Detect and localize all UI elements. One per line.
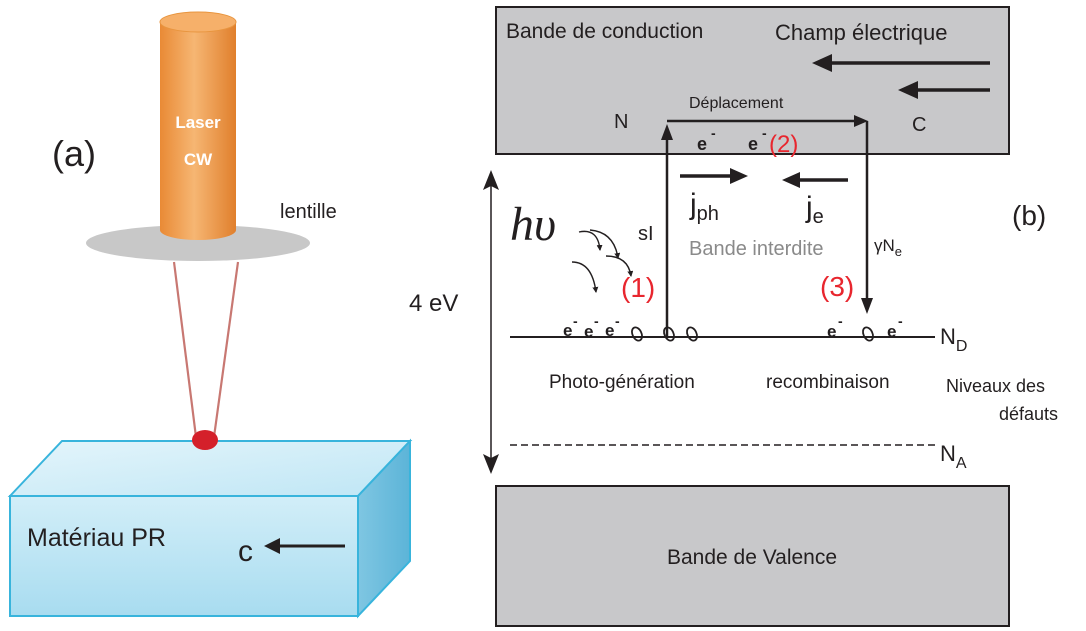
displacement-arrow [667, 115, 868, 127]
donor-electron-4: e [827, 322, 836, 341]
step-1-label: (1) [621, 272, 655, 303]
ND-sub: D [956, 338, 968, 355]
gap-energy-label: 4 eV [409, 290, 458, 317]
ND-base: N [940, 324, 956, 349]
je-sub: e [813, 206, 824, 228]
gamma-Ne-sub: e [895, 244, 902, 259]
valence-band-label: Bande de Valence [667, 546, 837, 569]
recombination-label: recombinaison [766, 372, 890, 393]
label-N: N [614, 111, 628, 133]
photon-arrows [571, 229, 634, 293]
ND-label: ND [940, 324, 967, 355]
je-base: j [805, 191, 813, 224]
conduction-electron-1: e [697, 134, 707, 154]
panel-a: (a) lentille Laser CW Matériau PR c [7, 11, 413, 619]
valence-band [495, 485, 1010, 627]
electric-field-arrow-long [812, 54, 990, 72]
defects-label-line2: défauts [999, 404, 1058, 424]
je-label: je [805, 191, 824, 228]
donor-electrons-right: e - e - [827, 313, 903, 341]
recombination-arrow [861, 121, 873, 314]
lens [86, 225, 310, 261]
electric-field-label: Champ électrique [775, 20, 947, 45]
conduction-band-label: Bande de conduction [506, 20, 703, 43]
gamma-Ne-base: γN [874, 236, 895, 255]
laser-label-line1: Laser [175, 113, 221, 132]
photon-label: hυ [510, 198, 556, 251]
panel-b: Bande de conduction Champ électrique N C… [409, 6, 1058, 627]
excitation-arrow [661, 124, 673, 336]
gamma-Ne-label: γNe [874, 236, 902, 259]
NA-base: N [940, 441, 956, 466]
laser-cylinder [159, 11, 237, 240]
photogeneration-label: Photo-génération [549, 372, 695, 393]
c-axis-arrow [264, 538, 345, 554]
donor-electron-1-charge: - [573, 313, 578, 329]
donor-electron-4-charge: - [838, 313, 843, 329]
donor-electron-5: e [887, 322, 896, 341]
conduction-band [495, 6, 1010, 155]
donor-electron-2: e [584, 322, 593, 341]
donor-electron-5-charge: - [898, 313, 903, 329]
donor-electrons-left: e - e - e - [563, 313, 620, 341]
material-label: Matériau PR [27, 524, 166, 552]
conduction-electron-1-charge: - [711, 125, 716, 141]
jph-label: jph [689, 188, 719, 225]
laser-label-line2: CW [184, 150, 213, 169]
conduction-electron-2-charge: - [762, 125, 767, 141]
donor-holes-left [631, 326, 698, 342]
donor-electron-3: e [605, 321, 614, 340]
crystal-block [7, 438, 413, 619]
panel-a-label: (a) [52, 133, 96, 174]
laser-beam [172, 261, 240, 438]
donor-hole-right [862, 326, 874, 342]
c-axis-label: c [238, 535, 253, 568]
conduction-electron-2: e [748, 134, 758, 154]
sI-label: sI [638, 223, 654, 245]
gap-energy-arrow [483, 170, 499, 474]
panel-b-label: (b) [1012, 200, 1046, 231]
jph-sub: ph [697, 203, 719, 225]
step-3-label: (3) [820, 271, 854, 302]
band-gap-label: Bande interdite [689, 238, 824, 260]
jph-arrow [680, 168, 748, 184]
electric-field-arrow-short [898, 81, 990, 99]
NA-label: NA [940, 441, 967, 472]
displacement-label: Déplacement [689, 95, 784, 112]
lens-label: lentille [280, 201, 337, 223]
defects-label-line1: Niveaux des [946, 376, 1045, 396]
jph-base: j [689, 188, 697, 221]
step-2-label: (2) [769, 131, 798, 158]
focal-spot [192, 430, 218, 450]
je-arrow [782, 172, 848, 188]
NA-sub: A [956, 455, 967, 472]
donor-electron-3-charge: - [615, 313, 620, 329]
donor-electron-2-charge: - [594, 313, 599, 329]
label-C: C [912, 114, 926, 136]
donor-electron-1: e [563, 321, 572, 340]
